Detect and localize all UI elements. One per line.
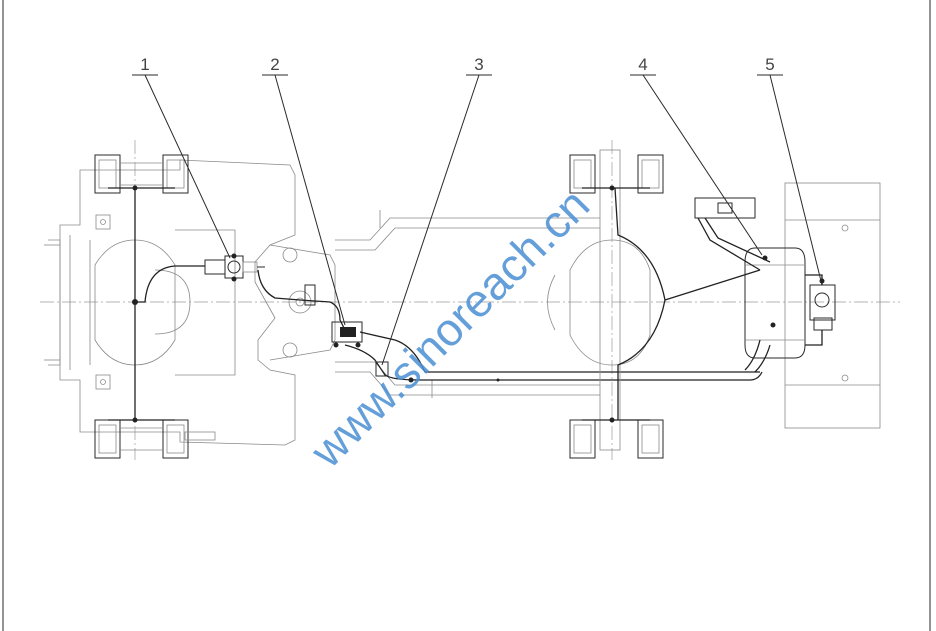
callout-3: 3 xyxy=(474,55,483,74)
brake-valve-1 xyxy=(204,253,265,282)
quick-release-valve-3 xyxy=(375,361,389,377)
front-left-bottom-brake xyxy=(94,417,216,459)
front-frame xyxy=(44,159,336,446)
rear-axle-housing xyxy=(547,149,651,451)
front-brake-pipes xyxy=(132,188,205,420)
rear-relay-valve-5 xyxy=(805,274,836,346)
rear-bottom-brake xyxy=(569,417,664,459)
mid-frame xyxy=(335,210,600,398)
front-left-top-brake xyxy=(94,154,189,194)
callout-2: 2 xyxy=(270,55,279,74)
air-tank-4 xyxy=(694,197,806,373)
callout-1: 1 xyxy=(140,55,149,74)
rear-top-brake xyxy=(569,154,664,194)
callout-leaders xyxy=(132,74,823,366)
rear-brake-pipes xyxy=(614,187,761,420)
trunk-pipes xyxy=(344,331,763,383)
rear-frame xyxy=(784,182,881,429)
callout-4: 4 xyxy=(638,55,647,74)
callout-5: 5 xyxy=(765,55,774,74)
relay-valve-2 xyxy=(304,284,363,348)
